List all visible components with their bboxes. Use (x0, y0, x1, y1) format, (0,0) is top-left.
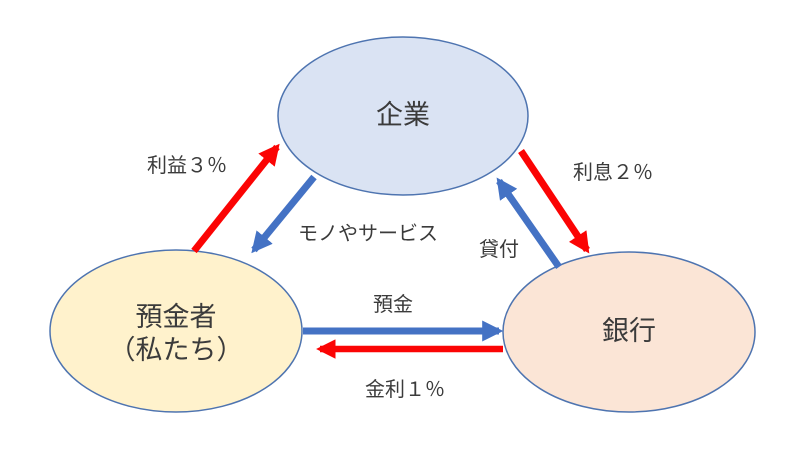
bank-label: 銀行 (602, 316, 656, 346)
depositor-label-line2: （私たち） (109, 335, 244, 365)
depositor-ellipse (49, 249, 303, 413)
arrow-lending: 貸付 (479, 177, 562, 270)
company-label: 企業 (376, 100, 430, 130)
arrow-goods-services-line (251, 174, 317, 254)
node-depositor: 預金者 （私たち） (49, 249, 303, 413)
arrow-goods-services-label: モノやサービス (298, 222, 438, 245)
arrow-deposit-label: 預金 (373, 293, 413, 316)
node-bank: 銀行 (502, 251, 756, 413)
arrow-interest-to-depositor-label: 金利１％ (365, 378, 445, 401)
arrow-interest-to-bank: 利息２％ (518, 149, 653, 254)
arrow-profit: 利益３％ (147, 143, 280, 254)
arrow-profit-label: 利益３％ (147, 154, 227, 177)
arrow-interest-to-bank-label: 利息２％ (573, 161, 653, 184)
depositor-label-line1: 預金者 (136, 302, 217, 332)
arrow-interest-to-bank-line (518, 149, 590, 254)
arrow-lending-label: 貸付 (479, 238, 519, 261)
arrow-profit-line (191, 143, 280, 254)
arrow-lending-line (496, 177, 562, 270)
arrow-deposit: 預金 (303, 293, 504, 342)
company-ellipse (277, 36, 529, 196)
arrow-goods-services: モノやサービス (251, 174, 438, 254)
node-company: 企業 (277, 36, 529, 196)
arrow-interest-to-depositor: 金利１％ (316, 339, 503, 401)
